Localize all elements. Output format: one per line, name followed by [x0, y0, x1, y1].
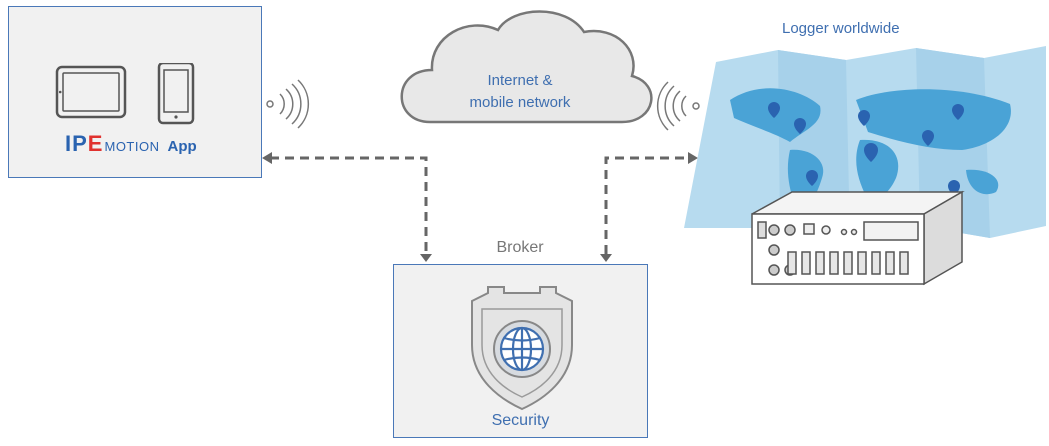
logo-motion: MOTION	[104, 139, 160, 154]
arrow-heads	[262, 152, 698, 262]
logo-app: App	[167, 138, 197, 155]
shield-icon	[471, 286, 573, 411]
logo-e: E	[87, 131, 103, 156]
arrowhead-right	[688, 152, 698, 164]
wifi-signal-left-icon	[266, 79, 310, 129]
cloud-line-2: mobile network	[469, 94, 571, 111]
tablet-icon	[55, 65, 127, 119]
logo-ip: IP	[65, 131, 88, 156]
phone-icon	[157, 63, 195, 125]
arrowhead-down-left	[420, 254, 432, 262]
dashed-arrows	[270, 156, 688, 254]
arrow-app-broker	[270, 156, 428, 254]
cloud-line-1: Internet &	[487, 72, 553, 89]
devices-icon	[55, 63, 195, 125]
wifi-signal-right-icon	[656, 81, 700, 131]
globe-icon	[499, 326, 545, 372]
security-label: Security	[491, 412, 550, 429]
broker-box: Security	[393, 264, 648, 438]
cloud-label: Internet & mobile network	[450, 70, 590, 114]
arrowhead-left	[262, 152, 272, 164]
cloud-shape	[400, 10, 653, 124]
broker-label: Broker	[496, 239, 544, 256]
data-logger-device	[751, 190, 965, 286]
logger-title: Logger worldwide	[782, 20, 900, 37]
arrowhead-down-right	[600, 254, 612, 262]
arrow-broker-logger	[604, 156, 688, 254]
